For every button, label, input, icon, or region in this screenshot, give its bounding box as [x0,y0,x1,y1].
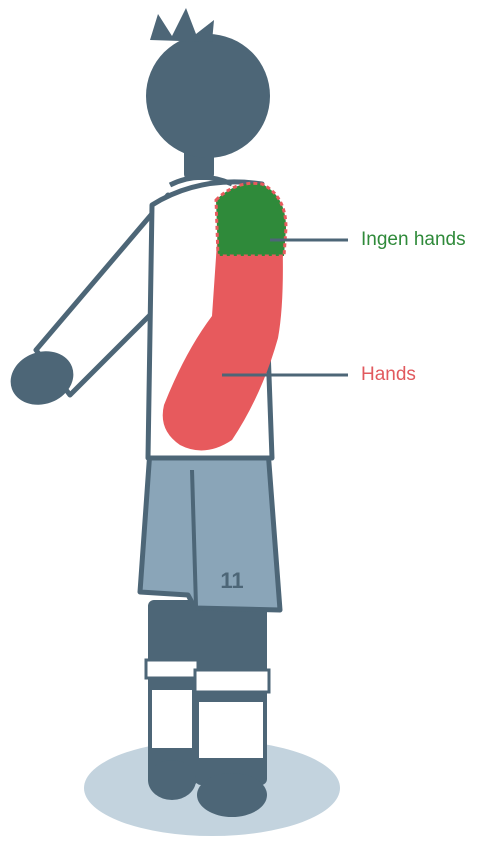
no-handball-zone [216,183,286,256]
no-handball-label: Ingen hands [361,229,466,251]
left-sock-band [146,660,198,678]
right-boot [197,773,267,817]
right-sock-band [195,670,269,692]
handball-label: Hands [361,364,416,386]
right-shin-guard [197,700,265,760]
left-shin-guard [150,688,194,750]
shorts-number: 11 [220,568,243,593]
shorts [140,450,280,610]
head [146,34,270,158]
left-boot [148,760,196,800]
hair [150,8,214,42]
